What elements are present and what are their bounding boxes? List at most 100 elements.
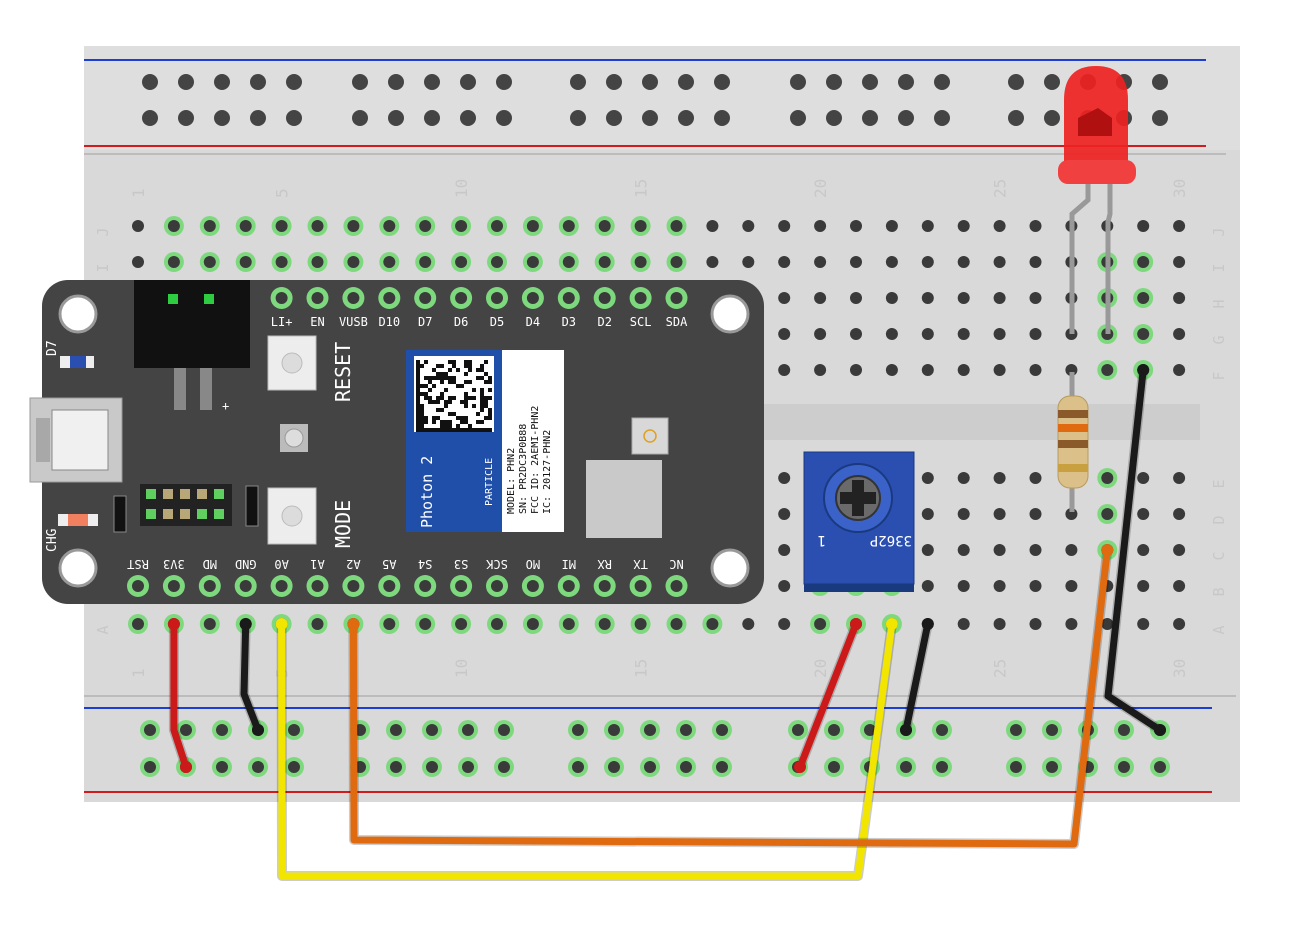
datamatrix-cell xyxy=(460,420,464,424)
terminal-hole xyxy=(706,220,719,232)
datamatrix-cell xyxy=(416,412,420,416)
datamatrix-cell xyxy=(488,408,492,412)
terminal-hole xyxy=(706,256,719,268)
datamatrix-cell xyxy=(440,392,444,396)
reset-label: RESET xyxy=(331,342,355,402)
rail-hole xyxy=(608,724,620,736)
datamatrix-cell xyxy=(416,404,420,408)
battery-lead xyxy=(174,368,186,410)
rail-hole xyxy=(352,74,368,90)
terminal-hole xyxy=(167,256,180,268)
photon-top-pin-hole xyxy=(670,292,683,304)
rail-hole xyxy=(900,761,912,773)
terminal-hole xyxy=(383,256,396,268)
photon-top-pin-label: D10 xyxy=(378,315,400,329)
row-letter: D xyxy=(1210,515,1228,524)
datamatrix-cell xyxy=(420,420,424,424)
rail-hole xyxy=(680,724,692,736)
datamatrix-cell xyxy=(476,376,480,380)
terminal-hole xyxy=(1029,472,1042,484)
datamatrix-cell xyxy=(444,388,448,392)
terminal-hole xyxy=(921,472,934,484)
terminal-hole xyxy=(670,618,683,630)
terminal-hole xyxy=(1173,618,1186,630)
terminal-hole xyxy=(1137,618,1150,630)
datamatrix-cell xyxy=(448,376,452,380)
datamatrix-cell xyxy=(456,424,460,428)
datamatrix-cell xyxy=(440,372,444,376)
terminal-hole xyxy=(993,256,1006,268)
terminal-hole xyxy=(526,256,539,268)
datamatrix-cell xyxy=(488,380,492,384)
rail-hole xyxy=(828,761,840,773)
battery-lead xyxy=(200,368,212,410)
rail-hole xyxy=(934,110,950,126)
datamatrix-cell xyxy=(460,384,464,388)
rgb-led-lens xyxy=(284,428,304,448)
datamatrix-cell xyxy=(448,368,452,372)
rail-hole xyxy=(462,761,474,773)
photon-bottom-pin-hole xyxy=(562,580,575,592)
terminal-hole xyxy=(491,256,503,268)
rail-hole xyxy=(790,74,806,90)
datamatrix-cell xyxy=(416,416,420,420)
photon-top-pin-hole xyxy=(311,292,324,304)
rail-hole xyxy=(496,74,512,90)
terminal-hole xyxy=(1137,328,1150,340)
datamatrix-pattern xyxy=(416,360,492,432)
datamatrix-cell xyxy=(424,428,428,432)
terminal-hole xyxy=(885,256,898,268)
wire-red-pot xyxy=(796,620,860,771)
rail-hole xyxy=(144,761,156,773)
terminal-hole xyxy=(1137,580,1150,592)
photon-bottom-pin-hole xyxy=(347,580,360,592)
photon-bottom-pin-label: S4 xyxy=(418,557,432,571)
datamatrix-cell xyxy=(424,396,428,400)
module-info-line: IC: 20127-PHN2 xyxy=(542,430,553,514)
rail-hole xyxy=(862,110,878,126)
d7-label: D7 xyxy=(45,340,60,356)
photon-bottom-pin-hole xyxy=(634,580,647,592)
datamatrix-cell xyxy=(472,404,476,408)
terminal-hole xyxy=(814,220,827,232)
terminal-hole xyxy=(670,256,683,268)
row-letter: I xyxy=(94,263,112,272)
swd-pin xyxy=(163,509,173,519)
datamatrix-cell xyxy=(448,428,452,432)
terminal-hole xyxy=(921,292,934,304)
terminal-hole xyxy=(1137,220,1150,232)
rail-hole xyxy=(608,761,620,773)
terminal-hole xyxy=(1101,618,1114,630)
terminal-hole xyxy=(814,256,827,268)
wire-yellow-a0-end xyxy=(885,618,898,630)
photon-top-pin-label: D2 xyxy=(597,315,611,329)
photon2-board: + D7 CHG RESET MODE Photon 2 PARTICLE MO… xyxy=(29,280,764,604)
terminal-hole xyxy=(814,618,827,630)
rail-hole xyxy=(1152,74,1168,90)
terminal-hole xyxy=(311,256,324,268)
terminal-hole xyxy=(1029,544,1042,556)
wire-red-3v3-end xyxy=(167,618,180,630)
rail-hole xyxy=(498,761,510,773)
terminal-hole xyxy=(1173,292,1186,304)
datamatrix-cell xyxy=(444,400,448,404)
column-number-bottom: 30 xyxy=(1170,659,1189,678)
mount-hole-top-left xyxy=(58,294,98,334)
datamatrix-cell xyxy=(436,416,440,420)
mount-hole-top-right xyxy=(710,294,750,334)
terminal-hole xyxy=(1029,328,1042,340)
photon-bottom-pin-hole xyxy=(132,580,144,592)
mount-hole-bottom-left xyxy=(58,548,98,588)
rail-hole xyxy=(828,724,840,736)
datamatrix-cell xyxy=(460,428,464,432)
photon-top-pin-label: D4 xyxy=(526,315,540,329)
rail-hole xyxy=(572,724,584,736)
rail-hole xyxy=(936,724,948,736)
rail-hole xyxy=(570,74,586,90)
rail-hole xyxy=(142,110,158,126)
photon-bottom-pin-label: A5 xyxy=(382,557,396,571)
rail-hole xyxy=(1010,724,1022,736)
rail-hole xyxy=(250,74,266,90)
terminal-hole xyxy=(921,220,934,232)
photon-bottom-pin-label: S3 xyxy=(454,557,468,571)
